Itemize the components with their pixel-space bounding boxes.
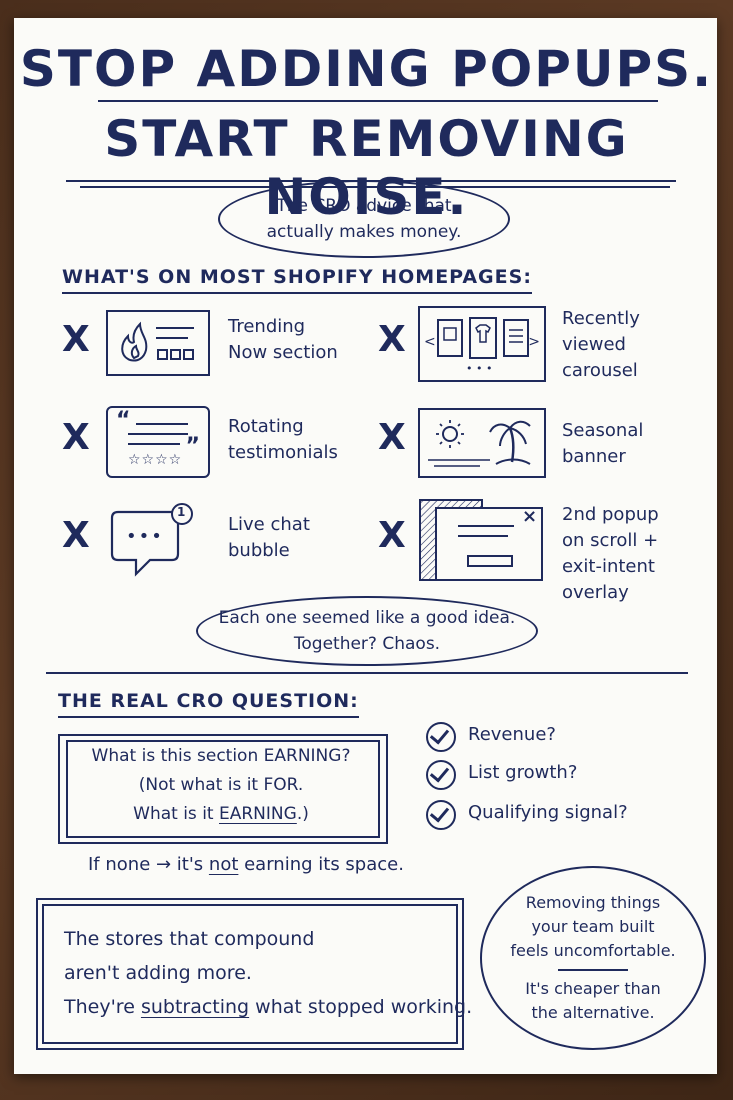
bottom-box-subtracting: subtracting: [140, 996, 250, 1018]
chat-bubble-icon: 1 •••: [106, 502, 198, 580]
bottom-oval-line: feels uncomfortable.: [510, 941, 676, 960]
chat-dots-icon: •••: [126, 526, 164, 547]
subtitle-line-1: The CRO advice that: [276, 196, 452, 216]
item-label-line: Live chat: [228, 514, 310, 535]
bottom-oval-line: your team built: [531, 917, 655, 936]
close-icon: ×: [522, 506, 538, 527]
check-circle-icon: [426, 800, 456, 830]
item-label-line: bubble: [228, 540, 290, 561]
question-line-1: What is this section EARNING?: [66, 742, 376, 771]
check-label-revenue: Revenue?: [468, 724, 556, 745]
check-label-list-growth: List growth?: [468, 762, 578, 783]
question-line-3: What is it EARNING.): [66, 800, 376, 829]
stars-icon: ☆☆☆☆: [128, 452, 183, 468]
chevron-right-icon: >: [528, 334, 540, 350]
carousel-icon: < > • • •: [418, 306, 546, 382]
summary-line-2: Together? Chaos.: [293, 634, 441, 654]
item-label-line: 2nd popup: [562, 504, 659, 525]
x-mark-icon: X: [378, 417, 406, 458]
question-line-2: (Not what is it FOR.: [138, 775, 304, 795]
carousel-dots-icon: • • •: [466, 362, 493, 375]
item-label-line: Trending: [228, 316, 306, 337]
item-label-line: exit-intent: [562, 556, 655, 577]
item-label-line: banner: [562, 446, 626, 467]
item-label-line: Seasonal: [562, 420, 644, 441]
question-line-3-c: .): [296, 804, 309, 824]
none-line: If none → it's not earning its space.: [88, 852, 404, 878]
bottom-oval: Removing things your team built feels un…: [480, 866, 706, 1050]
check-circle-icon: [426, 760, 456, 790]
sun-palm-banner-icon: [418, 408, 546, 478]
item-label-popup: 2nd popup on scroll + exit-intent overla…: [562, 502, 659, 606]
question-line-1-a: What is this section: [91, 746, 264, 766]
none-line-c: earning its space.: [238, 854, 404, 875]
subtitle-line-2: actually makes money.: [266, 222, 462, 242]
question-box-inner: [66, 740, 380, 838]
none-line-not: not: [208, 854, 239, 875]
item-label-line: Rotating: [228, 416, 304, 437]
item-label-line: on scroll +: [562, 530, 659, 551]
bottom-box-line-1: The stores that compound: [64, 928, 315, 950]
item-label-recently-viewed: Recently viewed carousel: [562, 306, 640, 384]
bottom-oval-line: It's cheaper than: [525, 979, 661, 998]
question-text: What is this section EARNING? (Not what …: [66, 742, 376, 829]
section-heading-question: THE REAL CRO QUESTION:: [58, 690, 359, 718]
check-circle-icon: [426, 722, 456, 752]
summary-oval: Each one seemed like a good idea. Togeth…: [196, 596, 538, 666]
question-box-outer: [58, 734, 388, 844]
bottom-box-outer: [36, 898, 464, 1050]
item-label-line: testimonials: [228, 442, 338, 463]
x-mark-icon: X: [378, 319, 406, 360]
item-label-line: overlay: [562, 582, 629, 603]
question-earning-underlined: EARNING: [219, 804, 297, 824]
x-mark-icon: X: [378, 515, 406, 556]
chat-badge-count: 1: [177, 505, 186, 519]
flame-grid-icon: [106, 310, 210, 376]
bottom-box-text: The stores that compound aren't adding m…: [64, 922, 472, 1024]
item-label-line: Now section: [228, 342, 338, 363]
item-label-live-chat: Live chat bubble: [228, 512, 310, 564]
item-label-line: Recently: [562, 308, 640, 329]
quote-close-icon: ”: [185, 434, 200, 459]
title-line-1: STOP ADDING POPUPS.: [19, 40, 714, 98]
bottom-oval-line: the alternative.: [531, 1003, 655, 1022]
item-label-testimonials: Rotating testimonials: [228, 414, 338, 466]
title-underline-1: [98, 100, 658, 102]
x-mark-icon: X: [62, 515, 90, 556]
chevron-left-icon: <: [424, 334, 436, 350]
check-label-qualifying-signal: Qualifying signal?: [468, 802, 628, 823]
section-heading-text: THE REAL CRO QUESTION:: [58, 690, 359, 712]
item-label-line: viewed: [562, 334, 626, 355]
bottom-box-inner: [42, 904, 458, 1044]
bottom-oval-divider: [558, 969, 628, 971]
quote-open-icon: “: [116, 408, 131, 433]
item-label-trending: Trending Now section: [228, 314, 338, 366]
item-label-seasonal-banner: Seasonal banner: [562, 418, 643, 470]
question-line-3-a: What is it: [133, 804, 219, 824]
quote-stars-icon: “ ” ☆☆☆☆: [106, 406, 210, 478]
none-line-a: If none → it's: [88, 854, 209, 875]
subtitle-oval: The CRO advice that actually makes money…: [218, 180, 510, 258]
summary-line-1: Each one seemed like a good idea.: [218, 608, 516, 628]
bottom-box-line-3: They're subtracting what stopped working…: [64, 990, 472, 1024]
bottom-box-line-2: aren't adding more.: [64, 962, 252, 984]
section-heading-homepages: WHAT'S ON MOST SHOPIFY HOMEPAGES:: [62, 266, 532, 294]
section-heading-text: WHAT'S ON MOST SHOPIFY HOMEPAGES:: [62, 266, 532, 288]
bottom-oval-line: Removing things: [525, 893, 661, 912]
question-earning-word: EARNING?: [263, 746, 351, 766]
popup-overlay-icon: ×: [418, 498, 544, 582]
x-mark-icon: X: [62, 417, 90, 458]
bottom-box-line-3-a: They're: [64, 996, 141, 1018]
section-divider: [46, 672, 688, 674]
x-mark-icon: X: [62, 319, 90, 360]
item-label-line: carousel: [562, 360, 638, 381]
bottom-box-line-3-c: what stopped working.: [249, 996, 473, 1018]
